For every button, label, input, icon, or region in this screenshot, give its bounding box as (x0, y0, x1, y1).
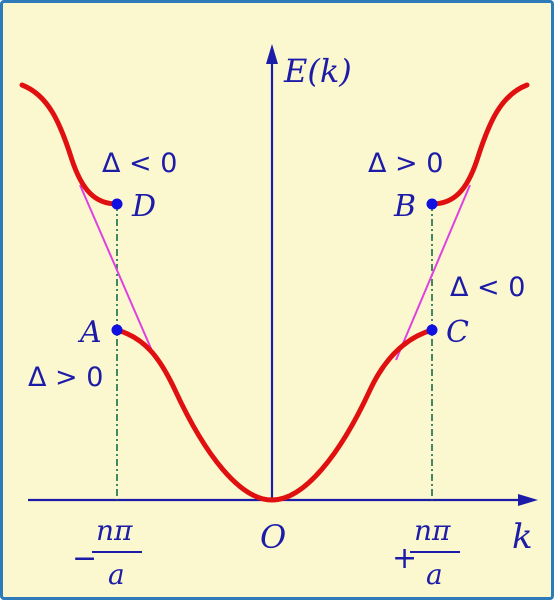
annotation-left-lower: Δ > 0 (28, 362, 103, 393)
x-axis-arrowhead (518, 494, 538, 506)
right-tick-label: + nπ a (392, 514, 460, 591)
upper-band-right-curve (429, 82, 530, 207)
right-tick-sign: + (392, 541, 417, 576)
annotation-right-lower: Δ < 0 (450, 272, 525, 303)
left-tick-sign: − (72, 541, 97, 576)
origin-label: O (260, 518, 286, 556)
right-tick-denominator: a (426, 558, 443, 591)
right-tick-numerator: nπ (414, 514, 451, 547)
y-axis-arrowhead (266, 44, 278, 64)
left-tick-label: − nπ a (72, 514, 142, 591)
point-B (426, 198, 438, 210)
left-tangent-line (79, 184, 157, 361)
lower-band-curve (114, 327, 435, 503)
point-A (111, 324, 123, 336)
label-C: C (446, 315, 469, 350)
label-B: B (393, 189, 416, 224)
left-tick-numerator: nπ (96, 514, 133, 547)
point-D (111, 198, 123, 210)
y-axis-label: E(k) (283, 52, 352, 90)
label-A: A (77, 315, 102, 350)
point-C (426, 324, 438, 336)
label-D: D (131, 189, 156, 224)
annotation-right-upper: Δ > 0 (368, 148, 443, 179)
annotation-left-upper: Δ < 0 (102, 148, 177, 179)
upper-band-left-curve (19, 82, 120, 207)
left-tick-denominator: a (108, 558, 125, 591)
right-tangent-line (395, 184, 471, 361)
x-axis-label: k (512, 517, 533, 557)
